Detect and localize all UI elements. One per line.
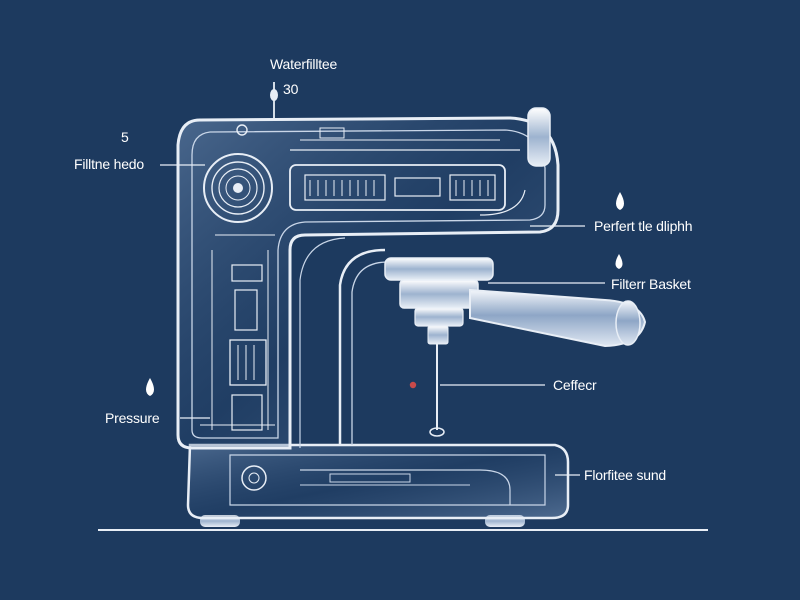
label-floor-sound: Florfitee sund	[584, 467, 667, 483]
group-head	[384, 257, 494, 345]
steam-wand	[527, 107, 551, 167]
label-perfect-drip: Perfert tle dliphh	[594, 218, 693, 234]
label-filter-basket: Filterr Basket	[611, 276, 691, 292]
column-curve	[338, 248, 386, 445]
base-tubing	[300, 469, 511, 505]
base-gear	[241, 465, 267, 491]
portafilter-handle	[469, 288, 647, 348]
leader-lines	[160, 164, 605, 476]
label-coffee: Ceffecr	[553, 377, 597, 393]
label-filter-head: Filltne hedo	[74, 156, 144, 172]
label-water-filter: Waterfilltee	[270, 56, 338, 72]
label-pressure: Pressure	[105, 410, 160, 426]
label-filter-head-marker: 5	[121, 129, 129, 145]
drop-icon-perfect-drip	[616, 192, 624, 210]
label-water-filter-marker: 30	[283, 81, 299, 97]
drop-icon-filter-basket	[615, 254, 623, 269]
filter-coil	[203, 153, 273, 223]
left-column-internals	[200, 234, 275, 431]
internal-mechanism	[236, 124, 526, 216]
base-inner-panel	[229, 454, 546, 506]
coffee-point	[409, 381, 417, 389]
drop-icon-pressure	[146, 378, 154, 396]
